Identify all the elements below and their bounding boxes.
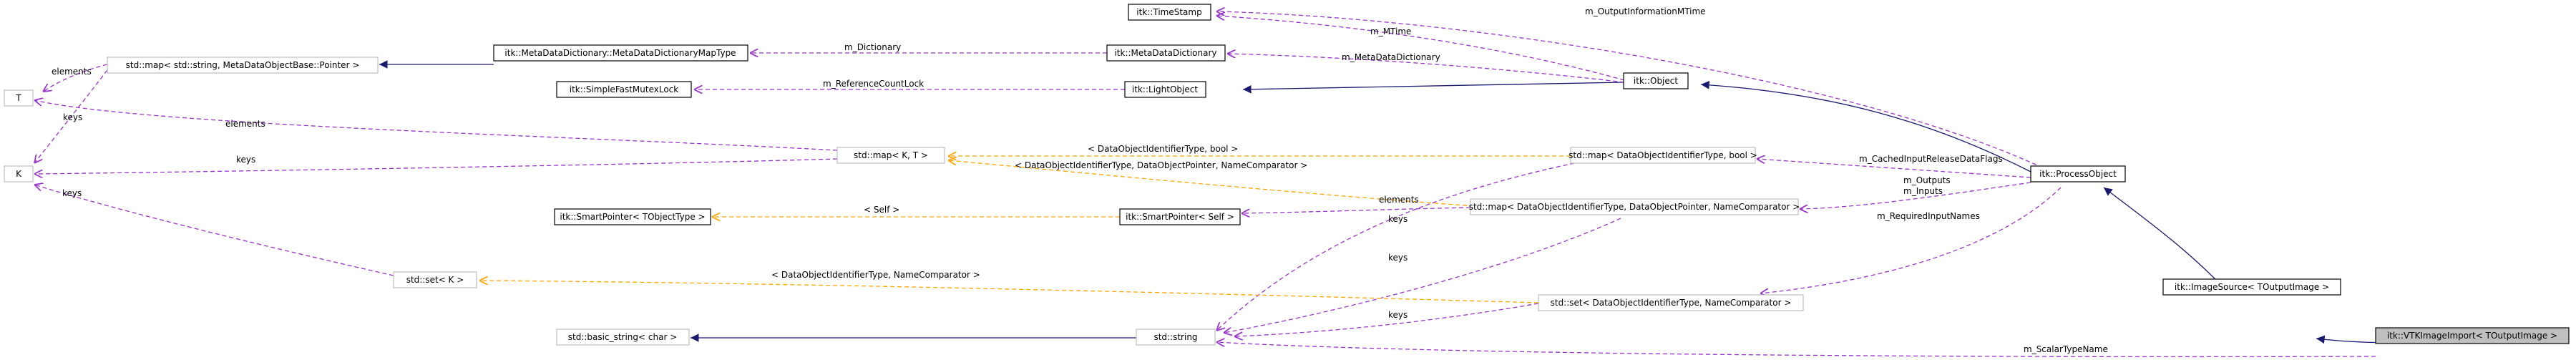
node-time-stamp[interactable]: itk::TimeStamp [1128, 4, 1211, 21]
node-smart-pointer-t[interactable]: itk::SmartPointer< TObjectType > [554, 208, 711, 225]
edge-label-cached-input-release: m_CachedInputReleaseDataFlags [1859, 154, 2003, 164]
edge-label-tpl-self: < Self > [864, 205, 899, 215]
edge-K-to-mapstring [34, 69, 108, 163]
node-vtk-image-import[interactable]: itk::VTKImageImport< TOutputImage > [2375, 327, 2570, 344]
svg-text:std::map< DataObjectIdentifier: std::map< DataObjectIdentifierType, bool… [1568, 150, 1757, 160]
svg-text:itk::VTKImageImport< TOutputIm: itk::VTKImageImport< TOutputImage > [2387, 331, 2557, 341]
svg-text:std::set< K >: std::set< K > [406, 275, 464, 285]
edge-label-inputs: m_Inputs [1903, 186, 1943, 196]
edge-label-reference-count-lock: m_ReferenceCountLock [823, 79, 924, 89]
edge-timestamp-to-processobject [1216, 11, 2057, 175]
edge-string-to-mappointer [1224, 218, 1621, 333]
node-meta-data-dictionary-map-type[interactable]: itk::MetaDataDictionary::MetaDataDiction… [493, 44, 748, 62]
edge-setk-to-setid [479, 281, 1539, 303]
node-simple-fast-mutex-lock[interactable]: itk::SimpleFastMutexLock [556, 81, 692, 98]
edge-metadatadictionary-to-object [1227, 54, 1625, 83]
svg-text:itk::ImageSource< TOutputImage: itk::ImageSource< TOutputImage > [2175, 282, 2329, 292]
edge-mapbool-to-processobject [1757, 159, 2031, 178]
edge-label-required-input-names: m_RequiredInputNames [1877, 211, 1980, 221]
edge-string-to-mapbool [1216, 162, 1575, 331]
node-image-source[interactable]: itk::ImageSource< TOutputImage > [2162, 278, 2341, 296]
node-smart-pointer-self[interactable]: itk::SmartPointer< Self > [1119, 208, 1241, 225]
node-K[interactable]: K [4, 165, 34, 183]
edge-mappointer-to-processobject [1800, 182, 2031, 209]
edge-K-to-mapkt [34, 158, 838, 174]
edge-label-keys-set-k: keys [62, 188, 82, 198]
edge-T-to-mapkt [34, 100, 838, 151]
edge-processobject-to-imagesource [2103, 187, 2230, 294]
svg-text:itk::Object: itk::Object [1634, 76, 1678, 86]
edge-label-meta-data-dictionary: m_MetaDataDictionary [1342, 52, 1440, 62]
edge-label-dictionary: m_Dictionary [844, 42, 901, 52]
svg-text:std::map< std::string, MetaDat: std::map< std::string, MetaDataObjectBas… [126, 60, 360, 70]
node-light-object[interactable]: itk::LightObject [1124, 81, 1206, 98]
edge-object-to-processobject [1700, 80, 2031, 172]
edge-label-keys-set-id: keys [1388, 310, 1407, 320]
node-std-map-id-bool[interactable]: std::map< DataObjectIdentifierType, bool… [1568, 147, 1757, 164]
edge-label-mtime: m_MTime [1370, 26, 1411, 37]
svg-text:itk::LightObject: itk::LightObject [1132, 84, 1198, 94]
svg-text:itk::SmartPointer< Self >: itk::SmartPointer< Self > [1126, 212, 1234, 222]
edge-label-tpl-id-namecomp: < DataObjectIdentifierType, NameComparat… [771, 270, 980, 280]
svg-text:itk::ProcessObject: itk::ProcessObject [2039, 169, 2117, 179]
svg-text:itk::SmartPointer< TObjectType: itk::SmartPointer< TObjectType > [560, 212, 705, 222]
svg-text:itk::MetaDataDictionary::MetaD: itk::MetaDataDictionary::MetaDataDiction… [504, 48, 736, 58]
edge-label-outputs: m_Outputs [1903, 175, 1951, 185]
edge-label-keys-map-string: keys [63, 112, 82, 122]
svg-text:std::map< DataObjectIdentifier: std::map< DataObjectIdentifierType, Data… [1469, 202, 1800, 212]
edge-string-to-vtkimageimport [1216, 342, 2376, 358]
node-std-set-K[interactable]: std::set< K > [393, 271, 477, 288]
node-std-string[interactable]: std::string [1136, 329, 1216, 346]
edge-label-elements-map-kt: elements [225, 119, 265, 129]
node-std-map-string-pointer[interactable]: std::map< std::string, MetaDataObjectBas… [107, 57, 379, 74]
edge-label-elements-map-string: elements [52, 67, 92, 77]
svg-text:std::string: std::string [1153, 332, 1197, 342]
edge-string-to-setid [1234, 303, 1539, 336]
node-std-map-id-pointer[interactable]: std::map< DataObjectIdentifierType, Data… [1469, 198, 1800, 215]
edge-lightobject-to-object [1242, 82, 1624, 94]
edge-label-tpl-id-bool: < DataObjectIdentifierType, bool > [1088, 144, 1238, 154]
svg-text:K: K [16, 169, 22, 179]
svg-text:itk::SimpleFastMutexLock: itk::SimpleFastMutexLock [570, 84, 679, 94]
svg-text:std::basic_string< char >: std::basic_string< char > [568, 332, 678, 342]
edge-mapkt-to-mappointer [948, 160, 1496, 208]
node-T[interactable]: T [4, 89, 34, 107]
node-meta-data-dictionary[interactable]: itk::MetaDataDictionary [1106, 44, 1226, 62]
node-std-map-K-T[interactable]: std::map< K, T > [836, 147, 945, 164]
node-process-object[interactable]: itk::ProcessObject [2030, 165, 2126, 183]
edge-label-output-info-mtime: m_OutputInformationMTime [1585, 6, 1706, 16]
edge-label-keys-map-bool: keys [1388, 214, 1407, 224]
node-std-set-id[interactable]: std::set< DataObjectIdentifierType, Name… [1538, 294, 1804, 311]
svg-text:itk::TimeStamp: itk::TimeStamp [1136, 7, 1201, 17]
edge-K-to-setk [34, 185, 394, 276]
svg-text:std::set< DataObjectIdentifier: std::set< DataObjectIdentifierType, Name… [1551, 298, 1792, 308]
edge-label-keys-map-pointer: keys [1388, 253, 1407, 263]
svg-text:itk::MetaDataDictionary: itk::MetaDataDictionary [1114, 48, 1216, 58]
edge-T-to-mapstring [43, 64, 108, 92]
node-object[interactable]: itk::Object [1623, 72, 1689, 89]
node-std-basic-string[interactable]: std::basic_string< char > [556, 329, 690, 346]
svg-text:T: T [15, 93, 21, 103]
edge-smartpointer-to-mappointer [1241, 207, 1471, 213]
svg-text:std::map< K, T >: std::map< K, T > [854, 150, 928, 160]
edge-label-elements-smart-pointer: elements [1379, 195, 1419, 205]
edge-label-tpl-id-pointer: < DataObjectIdentifierType, DataObjectPo… [1015, 160, 1307, 170]
edge-setid-to-processobject [1760, 187, 2062, 293]
edge-label-keys-map-kt: keys [236, 155, 255, 165]
edge-timestamp-to-object [1216, 16, 1625, 81]
edge-label-scalar-type-name: m_ScalarTypeName [2024, 344, 2108, 354]
